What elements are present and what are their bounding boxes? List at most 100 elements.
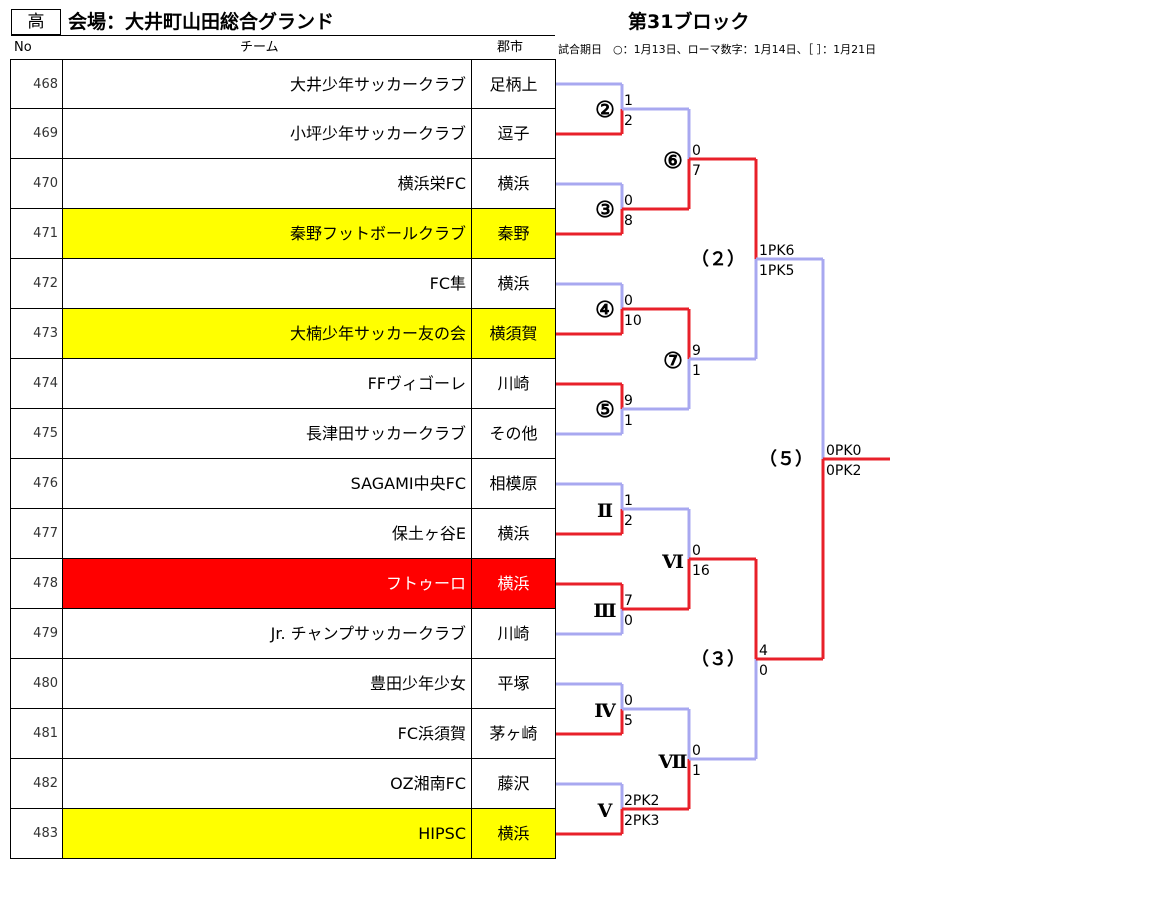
match-score-bottom: 16 xyxy=(692,563,710,579)
match-number-label: ⑤ xyxy=(595,397,615,423)
match-number-label: Ⅳ xyxy=(594,700,616,722)
team-name: FFヴィゴーレ xyxy=(63,359,472,408)
match-score-top: 9 xyxy=(692,343,701,359)
match-score-bottom: 0PK2 xyxy=(826,463,861,479)
team-name: 長津田サッカークラブ xyxy=(63,409,472,458)
team-number: 482 xyxy=(11,759,63,808)
match-number-label: ④ xyxy=(595,297,615,323)
team-city: 足柄上 xyxy=(472,60,555,108)
team-name: SAGAMI中央FC xyxy=(63,459,472,508)
team-city: 横浜 xyxy=(472,159,555,208)
block-title: 第31ブロック xyxy=(628,11,750,33)
team-number: 476 xyxy=(11,459,63,508)
column-header-team: チーム xyxy=(240,40,279,55)
match-score-top: 9 xyxy=(624,393,633,409)
match-number-label: Ⅴ xyxy=(597,800,614,822)
team-name: HIPSC xyxy=(63,809,472,858)
team-name: 小坪少年サッカークラブ xyxy=(63,109,472,158)
team-city: 茅ヶ崎 xyxy=(472,709,555,758)
team-number: 481 xyxy=(11,709,63,758)
match-score-top: 0 xyxy=(692,143,701,159)
match-score-bottom: 1 xyxy=(692,763,701,779)
team-city: 逗子 xyxy=(472,109,555,158)
match-score-bottom: 1 xyxy=(692,363,701,379)
team-number: 483 xyxy=(11,809,63,858)
match-score-bottom: 10 xyxy=(624,313,642,329)
match-number-label: （２） xyxy=(691,249,745,270)
team-name: 保土ヶ谷E xyxy=(63,509,472,558)
match-number-label: ⑦ xyxy=(663,348,683,374)
match-number-label: （３） xyxy=(691,649,745,670)
match-number-label: Ⅶ xyxy=(658,751,688,773)
team-number: 472 xyxy=(11,259,63,308)
match-score-top: 2PK2 xyxy=(624,793,659,809)
team-name: 秦野フットボールクラブ xyxy=(63,209,472,258)
team-city: 相模原 xyxy=(472,459,555,508)
team-city: 横浜 xyxy=(472,559,555,608)
match-score-bottom: 2PK3 xyxy=(624,813,659,829)
team-city: 秦野 xyxy=(472,209,555,258)
match-score-top: 1 xyxy=(624,93,633,109)
match-score-bottom: 1PK5 xyxy=(759,263,794,279)
team-number: 478 xyxy=(11,559,63,608)
team-name: OZ湘南FC xyxy=(63,759,472,808)
match-score-top: 4 xyxy=(759,643,768,659)
team-number: 473 xyxy=(11,309,63,358)
match-score-bottom: 8 xyxy=(624,213,633,229)
match-score-top: 0PK0 xyxy=(826,443,861,459)
match-number-label: ⑥ xyxy=(663,148,683,174)
team-name: FC浜須賀 xyxy=(63,709,472,758)
team-name: 横浜栄FC xyxy=(63,159,472,208)
match-score-bottom: 0 xyxy=(624,613,633,629)
team-city: その他 xyxy=(472,409,555,458)
team-name: 大楠少年サッカー友の会 xyxy=(63,309,472,358)
match-score-bottom: 5 xyxy=(624,713,633,729)
team-number: 471 xyxy=(11,209,63,258)
match-score-top: 7 xyxy=(624,593,633,609)
match-score-top: 1PK6 xyxy=(759,243,795,259)
venue-title: 会場：大井町山田総合グランド xyxy=(68,11,335,33)
team-city: 川崎 xyxy=(472,609,555,658)
category-label: 高 xyxy=(27,12,45,32)
team-name: 大井少年サッカークラブ xyxy=(63,60,472,108)
schedule-note: 試合期日 ○：1月13日、ローマ数字：1月14日、［ ］：1月21日 xyxy=(558,43,877,56)
category-box: 高 xyxy=(11,9,61,35)
team-number: 474 xyxy=(11,359,63,408)
match-score-bottom: 2 xyxy=(624,113,633,129)
column-header-no: No xyxy=(14,40,32,55)
match-number-label: Ⅲ xyxy=(593,600,616,622)
team-city: 川崎 xyxy=(472,359,555,408)
team-city: 横浜 xyxy=(472,259,555,308)
match-number-label: ③ xyxy=(595,197,615,223)
team-city: 横須賀 xyxy=(472,309,555,358)
team-number: 477 xyxy=(11,509,63,558)
team-city: 横浜 xyxy=(472,809,555,858)
match-score-bottom: 7 xyxy=(692,163,701,179)
team-name: Jr. チャンプサッカークラブ xyxy=(63,609,472,658)
team-number: 468 xyxy=(11,60,63,108)
match-number-label: Ⅱ xyxy=(597,500,613,522)
match-score-bottom: 2 xyxy=(624,513,633,529)
team-number: 475 xyxy=(11,409,63,458)
match-number-label: ② xyxy=(595,97,615,123)
match-score-top: 0 xyxy=(624,293,633,309)
team-number: 469 xyxy=(11,109,63,158)
match-score-top: 1 xyxy=(624,493,633,509)
match-score-bottom: 0 xyxy=(759,663,768,679)
team-city: 横浜 xyxy=(472,509,555,558)
